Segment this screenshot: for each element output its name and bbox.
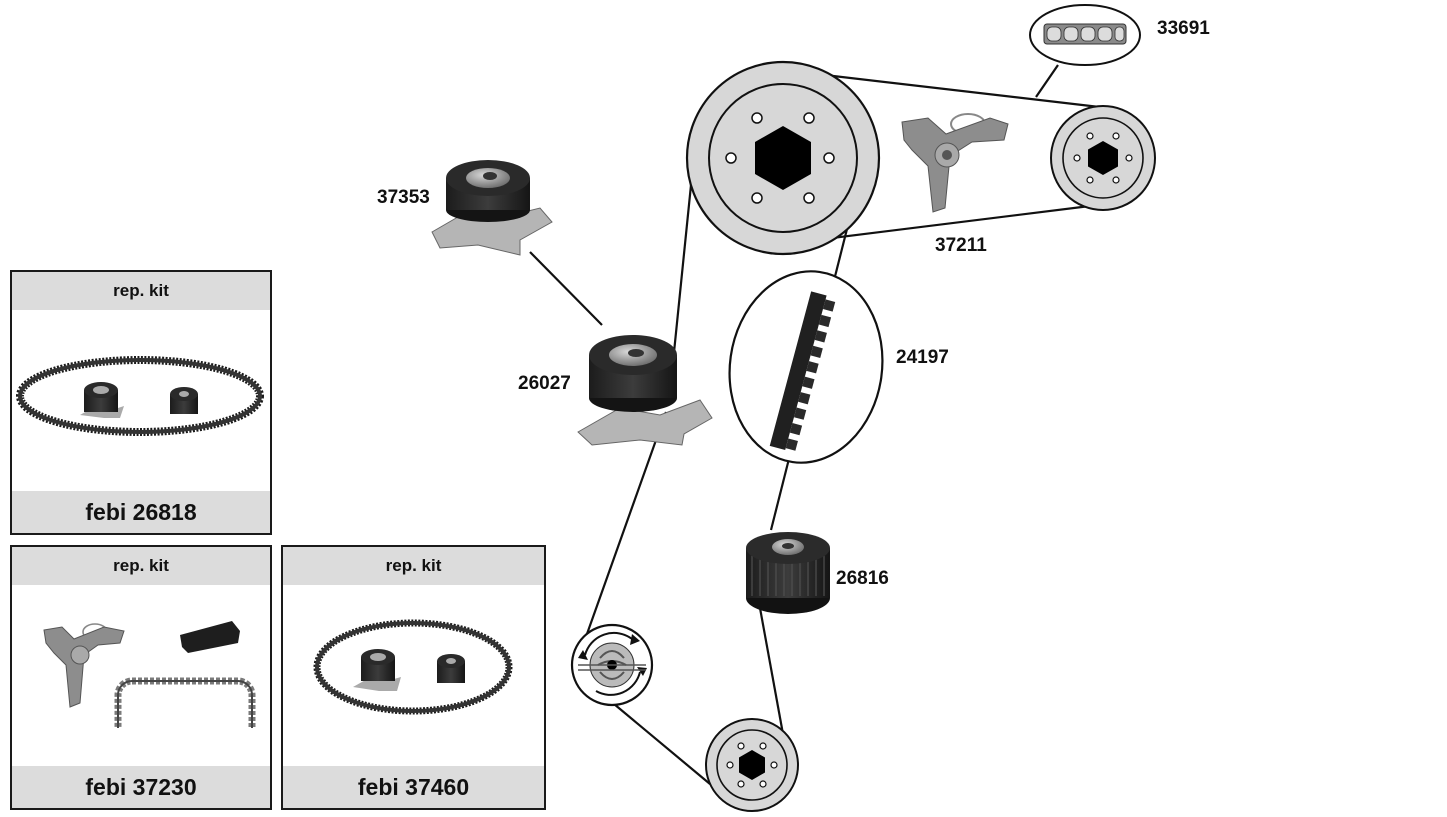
timing-belt-detail [717,261,894,472]
idler-pulley-26816-image [746,532,830,614]
kit-part-number: febi 37460 [283,766,544,808]
repair-kit-card-37460: rep. kit febi 37460 [281,545,546,810]
part-label-37353: 37353 [377,187,430,208]
kit-header: rep. kit [12,272,270,310]
kit-part-number: febi 26818 [12,491,270,533]
part-label-33691: 33691 [1157,18,1210,39]
part-label-26027: 26027 [518,373,571,394]
kit-header: rep. kit [283,547,544,585]
chain-tensioner-37211-image [902,114,1008,212]
kit-header: rep. kit [12,547,270,585]
camshaft-pulley [687,62,879,254]
part-label-24197: 24197 [896,347,949,368]
exhaust-cam-pulley [1051,106,1155,210]
part-label-37211: 37211 [935,235,987,256]
crankshaft-pulley [706,719,798,811]
timing-chain-detail [1030,5,1140,65]
kit-37230-image [12,585,270,728]
repair-kit-card-37230: rep. kit febi 37230 [10,545,272,810]
repair-kit-card-26818: rep. kit febi 26818 [10,270,272,535]
water-pump-icon [572,625,652,705]
kit-26818-image [12,310,270,453]
kit-37460-image [283,585,544,728]
tensioner-26027-image [578,335,712,445]
kit-part-number: febi 37230 [12,766,270,808]
tensioner-37353-image [432,160,552,255]
part-label-26816: 26816 [836,568,889,589]
